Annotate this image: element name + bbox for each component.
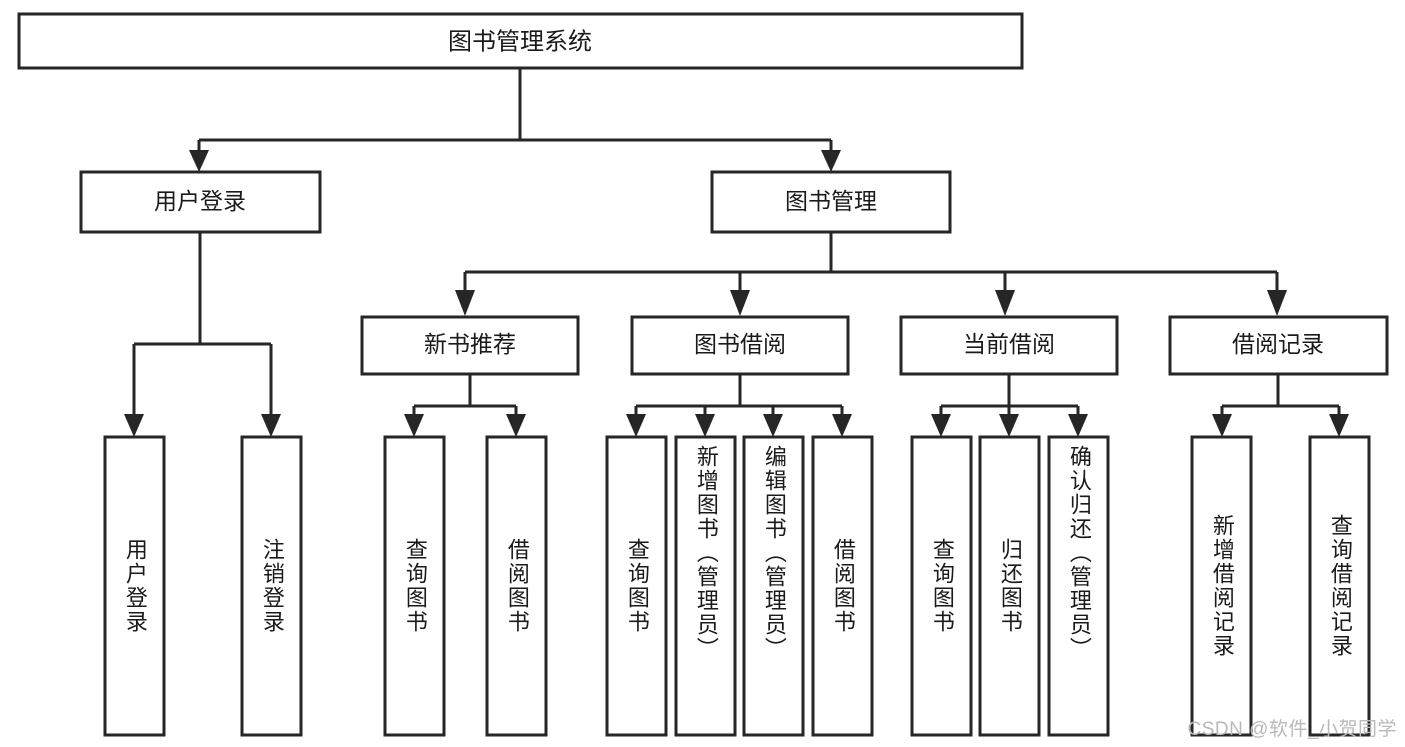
leaf-box-add-borrow-record[interactable] <box>1190 435 1253 737</box>
node-root-label: 图书管理系统 <box>448 28 592 55</box>
edge-newbook-to-leaves <box>404 374 526 437</box>
leaf-box-query-book-3[interactable] <box>910 435 973 737</box>
node-borrow-record-label: 借阅记录 <box>1232 331 1324 357</box>
node-book-borrow-label: 图书借阅 <box>694 331 786 357</box>
leaf-box-logout[interactable] <box>240 435 303 737</box>
leaf-box-edit-book-admin[interactable] <box>742 435 805 737</box>
leaf-box-query-book-2[interactable] <box>605 435 668 737</box>
node-book-management-label: 图书管理 <box>785 188 877 214</box>
leaf-box-borrow-book-1[interactable] <box>485 435 548 737</box>
edge-userlogin-to-leaves <box>124 232 281 437</box>
leaf-box-return-book[interactable] <box>978 435 1041 737</box>
node-user-login[interactable]: 用户登录 <box>79 170 322 234</box>
node-book-borrow[interactable]: 图书借阅 <box>630 315 850 376</box>
leaf-box-add-book-admin[interactable] <box>674 435 737 737</box>
node-current-borrow-label: 当前借阅 <box>963 331 1055 357</box>
node-current-borrow[interactable]: 当前借阅 <box>899 315 1119 376</box>
node-book-management[interactable]: 图书管理 <box>710 170 952 234</box>
node-user-login-label: 用户登录 <box>154 188 246 214</box>
csdn-watermark: CSDN @软件_小贺同学 <box>1187 719 1397 740</box>
node-new-book-recommend-label: 新书推荐 <box>424 331 516 357</box>
node-new-book-recommend[interactable]: 新书推荐 <box>360 315 580 376</box>
edge-bookmgmt-to-level3 <box>455 232 1287 316</box>
node-borrow-record[interactable]: 借阅记录 <box>1168 315 1389 376</box>
edge-bookborrow-to-leaves <box>626 374 852 437</box>
leaf-box-borrow-book-2[interactable] <box>811 435 874 737</box>
edge-borrowrecord-to-leaves <box>1212 374 1349 437</box>
leaf-box-confirm-return-admin[interactable] <box>1047 435 1110 737</box>
leaf-box-query-borrow-record[interactable] <box>1308 435 1371 737</box>
edge-root-to-level2 <box>189 68 841 172</box>
leaf-box-user-login[interactable] <box>103 435 166 737</box>
leaf-box-query-book-1[interactable] <box>383 435 446 737</box>
edge-currentborrow-to-leaves <box>931 374 1088 437</box>
node-root[interactable]: 图书管理系统 <box>17 12 1024 70</box>
